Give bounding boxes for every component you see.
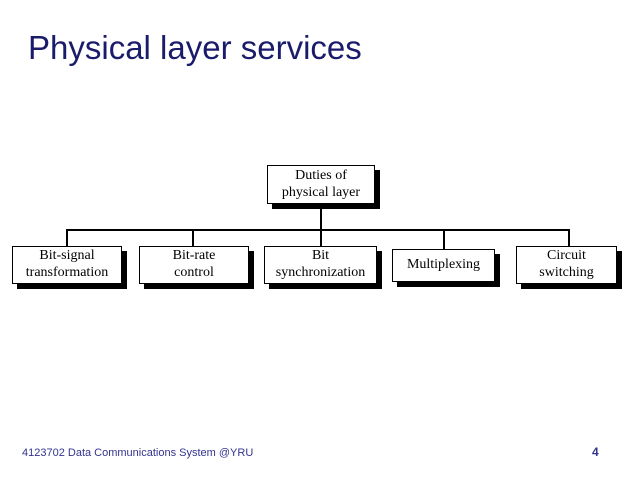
connector-drop-2 xyxy=(192,229,194,247)
connector-drop-5 xyxy=(568,229,570,247)
node-line-1: Bit-signal xyxy=(39,248,95,264)
connector-horizontal-bus xyxy=(66,229,570,231)
node-line-1: Bit-rate xyxy=(172,248,216,264)
node-circuit-switching[interactable]: Circuit switching xyxy=(516,246,617,284)
node-line-2: switching xyxy=(539,265,594,280)
footer-course-label: 4123702 Data Communications System @YRU xyxy=(22,447,254,459)
page-title: Physical layer services xyxy=(28,29,362,66)
connector-drop-1 xyxy=(66,229,68,247)
node-multiplexing[interactable]: Multiplexing xyxy=(392,249,495,282)
node-bit-synchronization[interactable]: Bit synchronization xyxy=(264,246,377,284)
node-duties-of-physical-layer[interactable]: Duties of physical layer xyxy=(267,165,375,204)
node-line-1: Circuit xyxy=(547,248,586,264)
node-line-2: control xyxy=(174,265,214,280)
connector-drop-4 xyxy=(443,229,445,250)
connector-drop-3 xyxy=(320,229,322,247)
node-line-1: Multiplexing xyxy=(406,257,481,273)
connector-root-stem xyxy=(320,203,322,230)
node-line-2: transformation xyxy=(25,265,109,280)
node-line-2: synchronization xyxy=(275,265,366,280)
node-line-1: Duties of xyxy=(295,167,347,183)
node-line-1: Bit xyxy=(311,248,330,264)
slide-page-number: 4 xyxy=(592,445,599,459)
node-bit-rate-control[interactable]: Bit-rate control xyxy=(139,246,249,284)
node-bit-signal-transformation[interactable]: Bit-signal transformation xyxy=(12,246,122,284)
node-line-2: physical layer xyxy=(281,184,361,200)
